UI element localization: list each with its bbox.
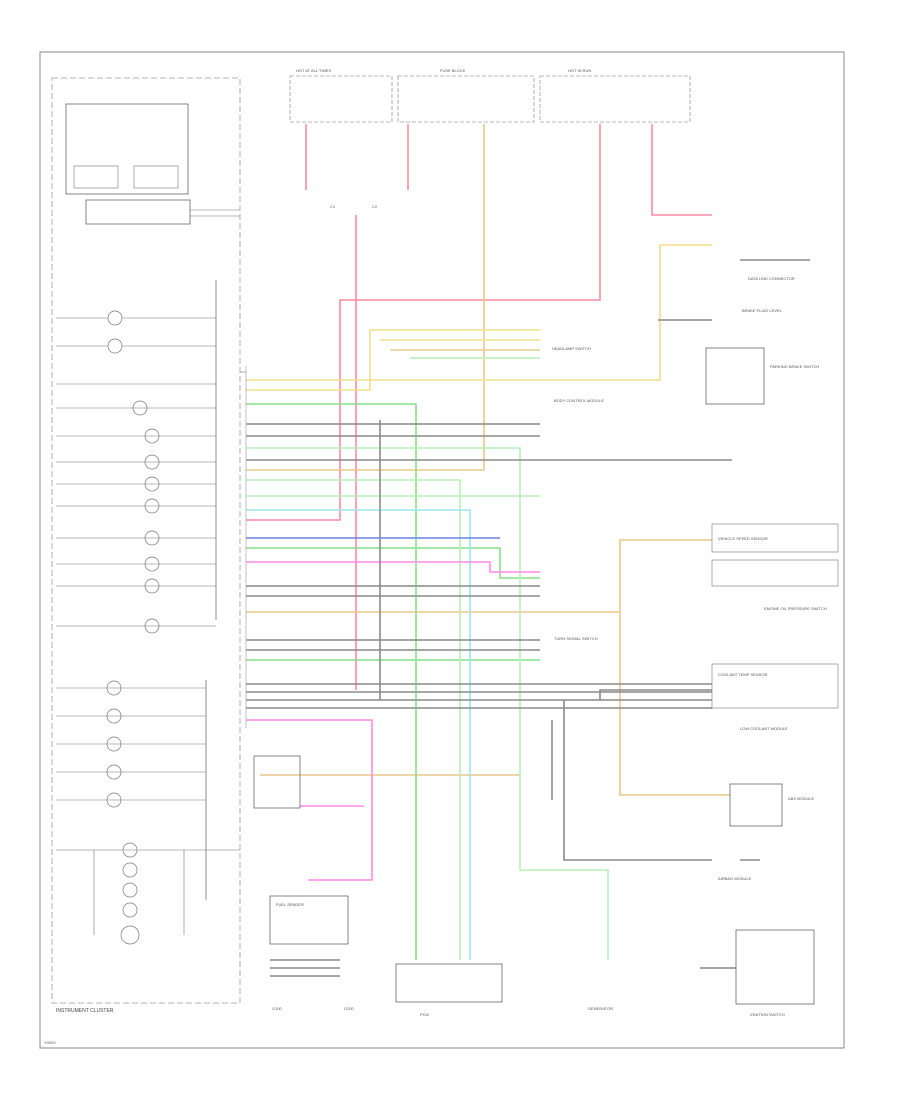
wire-cyan <box>246 509 471 960</box>
lamp-icon <box>107 310 123 326</box>
wire-green <box>246 403 417 960</box>
component-box <box>711 523 839 553</box>
wire-gray <box>563 700 712 861</box>
component-box <box>395 963 503 1003</box>
wire-pink <box>246 719 373 881</box>
component-label: COOLANT TEMP SENSOR <box>718 672 767 677</box>
instrument-cluster-outline <box>51 77 241 1004</box>
component-label: LOW COOLANT MODULE <box>740 726 788 731</box>
wire-yellow <box>246 329 540 391</box>
component-box <box>735 929 815 1005</box>
gauge-module <box>65 103 189 195</box>
wire-tan <box>246 124 485 471</box>
top-component-label: HOT AT ALL TIMES <box>296 68 331 73</box>
fuse-block-left <box>289 75 393 123</box>
wire-red <box>246 124 601 521</box>
gauge-left-box <box>73 165 119 189</box>
cluster-connector-pins <box>240 366 247 728</box>
component-box <box>729 783 783 827</box>
cluster-lamps <box>56 310 240 945</box>
component-label: ABS MODULE <box>788 796 815 801</box>
component-label: GENERATOR <box>588 1006 613 1011</box>
component-label: PCM <box>420 1012 429 1017</box>
connector-label: C1 <box>330 204 336 209</box>
component-label: PARKING BRAKE SWITCH <box>770 364 819 369</box>
top-connectors: HOT AT ALL TIMES FUSE BLOCK HOT IN RUN C… <box>289 68 691 209</box>
connector-label: C2 <box>372 204 378 209</box>
component-label: G100 <box>272 1006 283 1011</box>
wire-pink <box>246 561 540 573</box>
wire-yellow <box>246 244 712 381</box>
component-label: BRAKE FLUID LEVEL <box>742 308 783 313</box>
component-label: FUEL SENDER <box>276 902 304 907</box>
wire-lgreen <box>246 479 461 960</box>
wire-tan <box>619 612 730 796</box>
lamp-icon <box>122 902 138 918</box>
instrument-cluster: INSTRUMENT CLUSTER <box>51 77 241 1014</box>
fuse-block-center <box>397 75 535 123</box>
component-label: AIRBAG MODULE <box>718 876 752 881</box>
component-label: HEADLAMP SWITCH <box>552 346 591 351</box>
wires <box>246 124 810 977</box>
right-components: DATA LINK CONNECTOR BRAKE FLUID LEVEL PA… <box>253 276 839 1017</box>
component-box <box>705 347 765 405</box>
top-component-label: FUSE BLOCK <box>440 68 466 73</box>
component-label: BODY CONTROL MODULE <box>554 398 604 403</box>
component-label: DATA LINK CONNECTOR <box>748 276 795 281</box>
instrument-cluster-label: INSTRUMENT CLUSTER <box>56 1008 114 1014</box>
lamp-icon <box>107 338 123 354</box>
lamp-icon <box>122 882 138 898</box>
fuse-block-right <box>539 75 691 123</box>
lamp-icon <box>120 925 140 945</box>
cluster-connector-box <box>85 199 191 225</box>
wire-lgreen <box>246 447 609 960</box>
wire-green <box>246 547 540 579</box>
component-box <box>253 755 301 809</box>
component-label: TURN SIGNAL SWITCH <box>554 636 598 641</box>
component-label: G200 <box>344 1006 355 1011</box>
component-box <box>711 663 839 709</box>
component-label: ENGINE OIL PRESSURE SWITCH <box>764 606 827 611</box>
gauge-right-box <box>133 165 179 189</box>
page-footer: Y0000 <box>44 1040 56 1045</box>
wire-red <box>651 124 712 216</box>
component-label: VEHICLE SPEED SENSOR <box>718 536 768 541</box>
component-box <box>269 895 349 945</box>
wire-tan <box>246 539 712 613</box>
top-component-label: HOT IN RUN <box>568 68 591 73</box>
diagram-frame <box>39 51 845 1049</box>
lamp-icon <box>122 862 138 878</box>
component-box <box>711 559 839 587</box>
component-label: IGNITION SWITCH <box>750 1012 785 1017</box>
wire-gray <box>599 689 712 700</box>
